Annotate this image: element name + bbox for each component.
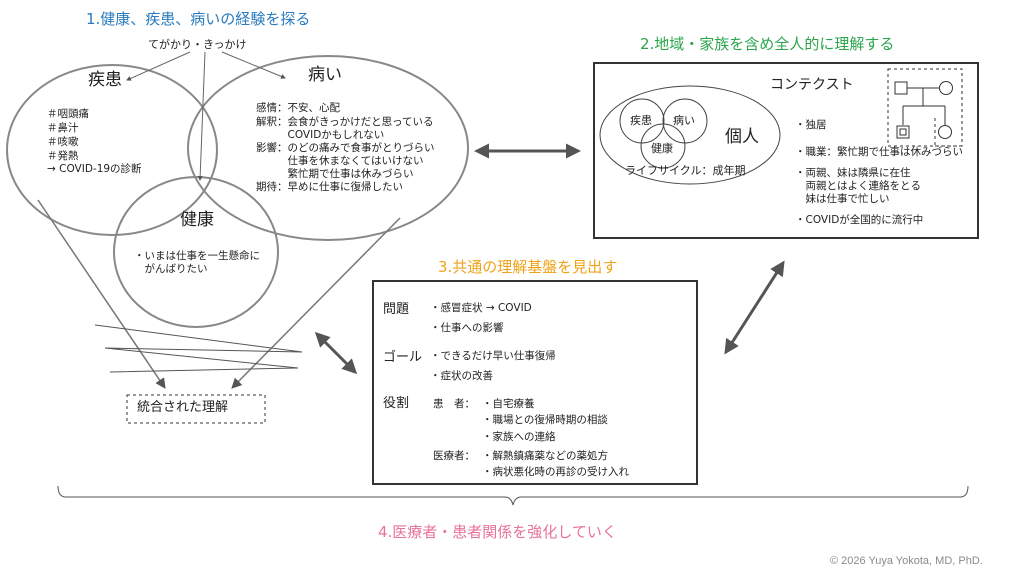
copyright: © 2026 Yuya Yokota, MD, PhD.	[830, 555, 983, 567]
problem-label: 問題	[383, 302, 410, 317]
bottom-bracket	[57, 485, 969, 506]
illness-line: 感情：不安、心配	[256, 102, 340, 114]
illness-line: 影響：のどの痛みで食事がとりづらい	[256, 142, 435, 154]
context-fact: ・職業：繁忙期で仕事は休みづらい	[795, 146, 963, 158]
funnel-line-right	[231, 217, 401, 389]
section4-title: 4.医療者・患者関係を強化していく	[378, 523, 617, 541]
context-fact: ・独居	[795, 119, 827, 131]
patient-role-item: ・自宅療養	[482, 398, 535, 410]
mini-health-circle	[640, 123, 686, 169]
section1-title: 1.健康、疾患、病いの経験を探る	[86, 10, 311, 28]
health-label: 健康	[180, 210, 214, 230]
problem-item: ・感冒症状 → COVID	[430, 302, 532, 314]
disease-label: 疾患	[88, 70, 122, 90]
disease-item: ＃咳嗽	[47, 136, 79, 148]
illness-line: 期待：早めに仕事に復帰したい	[256, 181, 403, 193]
mini-disease-circle	[619, 98, 665, 144]
person-label: 個人	[725, 127, 759, 147]
illness-label: 病い	[308, 65, 342, 85]
disease-item: ＃咽頭痛	[47, 108, 89, 120]
patient-role-label: 患 者：	[433, 398, 475, 410]
illness-line: 繁忙期で仕事は休みづらい	[256, 168, 414, 180]
provider-role-item: ・解熱鎮痛薬などの薬処方	[482, 450, 608, 462]
provider-role-label: 医療者：	[433, 450, 475, 462]
mini-health-label: 健康	[651, 142, 673, 155]
context-fact: 妹は仕事で忙しい	[795, 193, 890, 205]
health-line: がんばりたい	[134, 263, 208, 275]
role-label: 役割	[383, 396, 410, 411]
double-arrow-left	[314, 331, 358, 375]
illness-circle	[187, 55, 469, 241]
person-oval	[599, 85, 781, 185]
provider-role-item: ・病状悪化時の再診の受け入れ	[482, 466, 629, 478]
section3-title: 3.共通の理解基盤を見出す	[438, 258, 618, 276]
goal-item: ・症状の改善	[430, 370, 493, 382]
illness-line: 仕事を休まなくてはいけない	[256, 155, 424, 167]
funnel-line-left	[37, 199, 166, 389]
integrated-understanding: 統合された理解	[137, 400, 229, 415]
disease-item: → COVID-19の診断	[47, 163, 142, 175]
mini-illness-label: 病い	[673, 114, 695, 127]
integrated-box	[126, 394, 266, 424]
context-box	[593, 62, 979, 239]
disease-item: ＃発熱	[47, 150, 79, 162]
illness-line: 解釈：会食がきっかけだと思っている	[256, 116, 434, 128]
trigger-arrow-health	[197, 51, 206, 181]
disease-item: ＃鼻汁	[47, 122, 79, 134]
context-label: コンテクスト	[770, 77, 854, 93]
patient-role-item: ・家族への連絡	[482, 431, 556, 443]
disease-circle	[6, 64, 218, 236]
double-arrow-right	[724, 260, 785, 355]
context-fact: ・両親、妹は隣県に在住	[795, 167, 911, 179]
lifecycle-label: ライフサイクル：成年期	[625, 164, 746, 177]
genogram	[887, 68, 963, 147]
goal-label: ゴール	[383, 350, 423, 365]
context-fact: 両親とはよく連絡をとる	[795, 180, 921, 192]
health-circle	[113, 176, 279, 328]
section2-title: 2.地域・家族を含め全人的に理解する	[640, 35, 895, 53]
patient-role-item: ・職場との復帰時期の相談	[482, 414, 608, 426]
zigzag-lines	[94, 324, 303, 373]
mini-disease-label: 疾患	[630, 114, 652, 127]
common-ground-box	[372, 280, 698, 485]
problem-item: ・仕事への影響	[430, 322, 504, 334]
trigger-arrow-illness	[221, 51, 286, 79]
trigger-arrow-disease	[126, 51, 191, 81]
health-line: ・いまは仕事を一生懸命に	[134, 250, 260, 262]
trigger-label: てがかり・きっかけ	[148, 38, 247, 51]
goal-item: ・できるだけ早い仕事復帰	[430, 350, 556, 362]
context-fact: ・COVIDが全国的に流行中	[795, 214, 924, 226]
illness-line: COVIDかもしれない	[256, 129, 385, 141]
